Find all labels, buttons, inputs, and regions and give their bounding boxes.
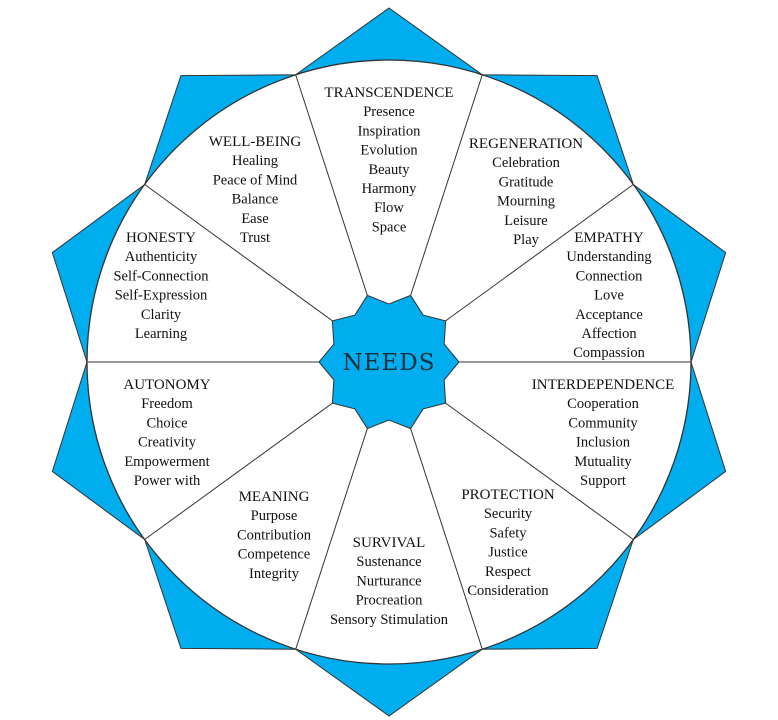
sector-title: HONESTY — [126, 230, 196, 246]
need-item: Choice — [146, 415, 187, 431]
need-item: Safety — [489, 525, 527, 541]
sector-transcendence: TRANSCENDENCE PresenceInspirationEvolutio… — [324, 85, 453, 235]
need-item: Freedom — [141, 396, 193, 412]
need-item: Purpose — [251, 508, 298, 524]
center-star — [318, 294, 460, 430]
need-item: Affection — [581, 326, 637, 342]
need-item: Healing — [232, 153, 278, 169]
need-item: Space — [372, 219, 407, 235]
sector-title: AUTONOMY — [123, 377, 210, 393]
sector-honesty: HONESTY AuthenticitySelf-ConnectionSelf-E… — [113, 230, 209, 342]
need-item: Love — [594, 288, 624, 304]
need-item: Self-Connection — [113, 268, 209, 284]
sector-autonomy: AUTONOMY FreedomChoiceCreativityEmpowerme… — [123, 377, 210, 489]
need-item: Compassion — [573, 345, 645, 361]
need-item: Presence — [363, 104, 415, 120]
need-item: Inspiration — [358, 123, 422, 139]
need-item: Community — [568, 415, 638, 431]
sector-labels: TRANSCENDENCE PresenceInspirationEvolutio… — [113, 85, 674, 628]
need-item: Cooperation — [567, 396, 639, 412]
need-item: Respect — [485, 564, 531, 580]
sector-title: INTERDEPENDENCE — [532, 377, 675, 393]
sector-title: TRANSCENDENCE — [324, 85, 453, 101]
need-item: Inclusion — [576, 435, 631, 451]
need-item: Integrity — [249, 566, 300, 582]
need-item: Ease — [241, 211, 268, 227]
need-item: Sensory Stimulation — [330, 612, 449, 628]
need-item: Empowerment — [124, 454, 209, 470]
sector-meaning: MEANING PurposeContributionCompetenceInte… — [237, 489, 312, 582]
sector-title: SURVIVAL — [353, 535, 426, 551]
need-item: Clarity — [141, 307, 182, 323]
sector-interdependence: INTERDEPENDENCE CooperationCommunityInclu… — [532, 377, 675, 489]
sector-protection: PROTECTION SecuritySafetyJusticeRespectCo… — [461, 487, 555, 599]
need-item: Contribution — [237, 527, 312, 543]
need-item: Gratitude — [499, 174, 554, 190]
need-item: Competence — [238, 547, 310, 563]
need-item: Beauty — [368, 162, 410, 178]
need-item: Peace of Mind — [213, 172, 298, 188]
need-item: Harmony — [362, 181, 418, 197]
sector-empathy: EMPATHY UnderstandingConnectionLoveAccept… — [566, 230, 651, 361]
need-item: Trust — [240, 230, 270, 246]
sector-survival: SURVIVAL SustenanceNurturanceProcreationS… — [330, 535, 449, 628]
need-item: Connection — [576, 268, 644, 284]
need-item: Support — [580, 473, 626, 489]
need-item: Understanding — [566, 249, 651, 265]
need-item: Self-Expression — [115, 288, 208, 304]
need-item: Learning — [135, 326, 187, 342]
need-item: Play — [513, 232, 540, 248]
need-item: Mutuality — [574, 454, 632, 470]
need-item: Creativity — [138, 435, 197, 451]
sector-title: REGENERATION — [469, 136, 583, 152]
sector-title: MEANING — [239, 489, 310, 505]
need-item: Sustenance — [356, 554, 421, 570]
need-item: Consideration — [467, 583, 549, 599]
need-item: Justice — [488, 545, 527, 561]
need-item: Nurturance — [356, 573, 421, 589]
need-item: Power with — [134, 473, 201, 489]
sector-title: WELL-BEING — [209, 134, 302, 150]
need-item: Flow — [374, 200, 404, 216]
center-label: NEEDS — [343, 350, 436, 376]
sector-regeneration: REGENERATION CelebrationGratitudeMourning… — [469, 136, 583, 248]
need-item: Security — [484, 506, 533, 522]
sector-title: EMPATHY — [574, 230, 644, 246]
sector-title: PROTECTION — [461, 487, 555, 503]
need-item: Leisure — [504, 213, 547, 229]
need-item: Procreation — [356, 593, 424, 609]
need-item: Authenticity — [125, 249, 198, 265]
need-item: Mourning — [497, 194, 555, 210]
need-item: Evolution — [360, 143, 418, 159]
need-item: Acceptance — [575, 307, 643, 323]
need-item: Balance — [232, 192, 279, 208]
need-item: Celebration — [492, 155, 560, 171]
